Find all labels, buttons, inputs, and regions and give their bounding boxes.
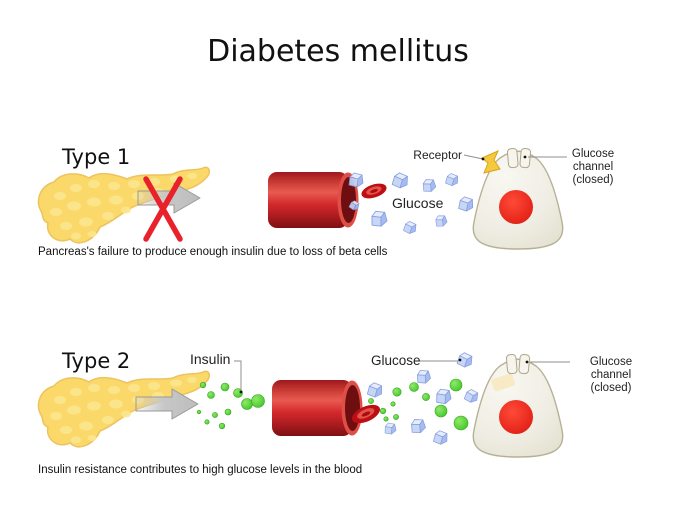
cell-nucleus-icon bbox=[499, 190, 533, 224]
page-title: Diabetes mellitus bbox=[207, 34, 469, 69]
type2-glucose-label: Glucose bbox=[371, 353, 421, 368]
type2-illustration bbox=[37, 351, 570, 458]
faded-receptor-icon bbox=[491, 373, 515, 392]
red-cross-icon bbox=[143, 176, 183, 242]
type1-caption: Pancreas's failure to produce enough ins… bbox=[38, 246, 388, 258]
cell-nucleus-icon bbox=[499, 400, 533, 434]
type2-insulin-label: Insulin bbox=[190, 351, 231, 367]
type1-receptor-label: Receptor bbox=[413, 148, 462, 162]
type1-illustration bbox=[37, 147, 567, 250]
pointer-lines-type2 bbox=[234, 360, 570, 390]
insulin-dots bbox=[196, 378, 469, 431]
type2-label: Type 2 bbox=[62, 349, 131, 373]
pointer-lines-type1 bbox=[463, 154, 567, 160]
red-blood-cell-icon bbox=[359, 180, 389, 202]
blood-vessel-icon bbox=[268, 172, 359, 228]
type2-caption: Insulin resistance contributes to high g… bbox=[38, 464, 363, 476]
type2-channel-label: Glucose channel (closed) bbox=[589, 356, 633, 394]
type1-label: Type 1 bbox=[62, 145, 131, 169]
receptor-icon bbox=[481, 150, 501, 174]
type1-channel-label: Glucose channel (closed) bbox=[571, 148, 615, 186]
blood-vessel-icon bbox=[272, 380, 363, 436]
type1-glucose-label: Glucose bbox=[392, 195, 444, 211]
